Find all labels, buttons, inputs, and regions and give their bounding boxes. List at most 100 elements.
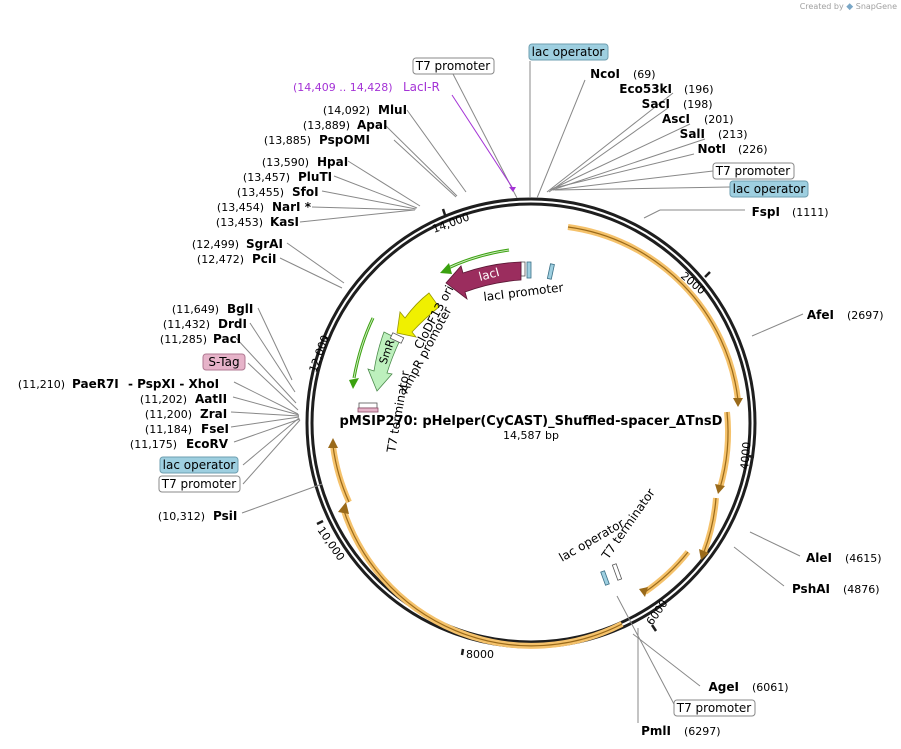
orf-arc-1-arrowhead — [733, 398, 743, 407]
leader-asci — [549, 123, 691, 191]
site-paci-pos: (11,285) — [160, 333, 207, 346]
site-fsei-pos: (11,184) — [145, 423, 192, 436]
orf-arc-1 — [567, 226, 739, 401]
scale-ticks — [316, 208, 755, 656]
site-agei: AgeI — [709, 680, 739, 694]
leader-saci — [548, 107, 669, 193]
green-arrow-top — [440, 248, 510, 274]
primer-arrow-icon — [509, 187, 516, 192]
boxed-feature-t7-left: T7 promoter — [158, 475, 241, 493]
site-sgrai-pos: (12,499) — [192, 238, 239, 251]
right-sites: NcoI (69) Eco53kI (196) SacI (198) AscI … — [590, 67, 883, 738]
green-arrow-left — [349, 317, 375, 389]
lac-operator-bottom-marker — [600, 570, 610, 586]
orf-arc-4 — [644, 551, 689, 593]
site-aatii-pos: (11,202) — [140, 393, 187, 406]
boxed-feature-lac-op-right: lac operator — [729, 180, 809, 198]
lac-op-left-box — [159, 456, 239, 474]
site-asci: AscI — [662, 112, 690, 126]
site-sfoi: SfoI — [292, 185, 319, 199]
snapgene-logo-icon: ◆ — [846, 2, 854, 12]
lac-op-top-text: lac operator — [532, 45, 605, 59]
site-sali: SalI — [680, 127, 705, 141]
smr-arrow-icon — [367, 331, 401, 392]
t7-left-text: T7 promoter — [161, 477, 237, 491]
lac-op-right-box — [729, 180, 809, 198]
leader-bgli — [257, 307, 293, 381]
site-pcii-pos: (12,472) — [197, 253, 244, 266]
tick-8000 — [460, 648, 465, 656]
site-drdi: DrdI — [218, 317, 247, 331]
site-leader-lines — [230, 61, 804, 723]
primer-name: LacI-R — [403, 80, 440, 94]
site-sfoi-pos: (13,455) — [237, 186, 284, 199]
green-arrow-left-head — [349, 378, 359, 389]
leader-nari — [311, 206, 416, 211]
site-apai-pos: (13,889) — [303, 119, 350, 132]
site-ecorv: EcoRV — [186, 437, 229, 451]
orf-arcs — [328, 224, 743, 649]
laci-promoter-marker — [520, 261, 526, 277]
site-pspomi-pos: (13,885) — [264, 134, 311, 147]
site-pspomi: PspOMI — [319, 133, 370, 147]
laci-arrow-icon — [445, 261, 522, 301]
leader-t7-bottom — [616, 595, 676, 707]
leader-paci — [235, 337, 297, 404]
plasmid-title: pMSIP270: pHelper(CyCAST)_Shuffled-space… — [340, 414, 723, 429]
leader-noti — [553, 153, 695, 189]
leader-t7-right — [552, 170, 714, 191]
tick-14000 — [441, 208, 447, 216]
t7-terminator-left: T7 terminator — [357, 370, 412, 455]
leader-sfoi — [321, 190, 417, 210]
laci-feature: lacI — [445, 261, 522, 301]
leader-ecorv — [233, 418, 301, 443]
primer-leader — [451, 94, 513, 188]
leader-lac-op-right — [554, 186, 731, 191]
site-sgrai: SgrAI — [246, 237, 283, 251]
t7-promoter-marker — [546, 263, 555, 280]
green-arrow-left-line — [352, 317, 375, 379]
orf-arc-2 — [719, 411, 729, 489]
site-paer7i-pos: (11,210) — [18, 378, 65, 391]
boxed-feature-t7-right: T7 promoter — [712, 162, 795, 180]
site-pmli: PmlI — [641, 724, 671, 738]
site-bgli: BglI — [227, 302, 253, 316]
site-fsei: FseI — [201, 422, 229, 436]
site-eco53ki: Eco53kI — [619, 82, 672, 96]
t7-terminator-left-marker — [358, 402, 378, 409]
site-afei-pos: (2697) — [847, 309, 884, 322]
site-kasi: KasI — [270, 215, 299, 229]
leader-sgrai — [286, 242, 345, 284]
orf-arc-2-arrowhead — [715, 484, 725, 494]
leader-psii — [241, 483, 323, 514]
site-fspi-pos: (1111) — [792, 206, 829, 219]
leader-eco53ki — [546, 92, 674, 193]
leader-aatii — [232, 396, 300, 416]
green-arrow-top-inner — [445, 249, 510, 270]
t7-left-box — [158, 475, 241, 493]
site-ncoi: NcoI — [590, 67, 620, 81]
leader-drdi — [249, 322, 296, 393]
leader-pshai — [733, 546, 785, 587]
t7-right-text: T7 promoter — [715, 164, 791, 178]
t7-terminator-bottom-marker — [611, 563, 623, 581]
site-drdi-pos: (11,432) — [163, 318, 210, 331]
leader-pluti — [333, 175, 418, 209]
site-saci: SacI — [642, 97, 670, 111]
leader-mlui — [406, 109, 467, 193]
boxed-feature-stag: S-Tag — [202, 353, 246, 371]
orf-arc-5-arrowhead — [338, 502, 349, 514]
site-ecorv-pos: (11,175) — [130, 438, 177, 451]
leader-afei — [751, 313, 804, 337]
t7-terminator-left-label: T7 terminator — [384, 370, 412, 455]
orf-arc-6-highlight — [330, 445, 352, 504]
t7-bottom-text: T7 promoter — [676, 701, 752, 715]
site-aatii: AatII — [195, 392, 227, 406]
orf-arc-5 — [342, 507, 623, 647]
laci-label: lacI — [477, 265, 501, 284]
site-hpai: HpaI — [317, 155, 348, 169]
site-zrai: ZraI — [200, 407, 227, 421]
tick-6000 — [650, 624, 658, 632]
t7-top-text: T7 promoter — [415, 59, 491, 73]
